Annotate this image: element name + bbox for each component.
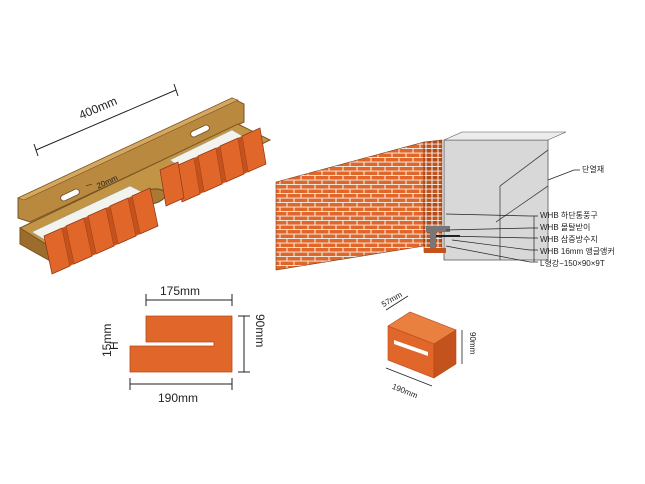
callout-waterproof: WHB 삼중방수지 — [540, 234, 598, 244]
wall-section: 단열재 WHB 하단통풍구 WHB 몰탈받이 WHB 삼중방수지 WHB 16m… — [275, 131, 615, 271]
length-label: 400mm — [77, 94, 119, 123]
callout-angle-steel: L형강−150×90×9T — [540, 258, 605, 268]
brick-stack-left — [31, 185, 159, 275]
brick-3d-side — [433, 329, 457, 379]
callout-leaders — [445, 169, 580, 263]
callout-vent: WHB 하단통풍구 — [540, 210, 598, 220]
callout-mortar-tray: WHB 몰탈받이 — [540, 222, 590, 232]
profile-right-label: 90mm — [253, 314, 267, 347]
angle-bracket — [426, 226, 450, 232]
insulation-block — [443, 139, 549, 261]
callout-insulation: 단열재 — [582, 164, 604, 174]
bracket-back-plate-top — [17, 97, 239, 201]
callout-anchor: WHB 16mm 앵글앵커 — [540, 246, 615, 256]
length-dimension-line — [35, 89, 177, 151]
brick3d-height-label: 90mm — [468, 332, 477, 355]
profile-shape — [129, 315, 233, 373]
profile-top-label: 175mm — [160, 284, 200, 298]
bracket-slot — [190, 124, 210, 138]
bracket-assembly: 400mm 20mm — [17, 83, 272, 275]
brick-3d: 57mm 90mm 190mm — [380, 290, 477, 401]
brick-stack-right — [159, 127, 267, 207]
profile-left-label: 15mm — [100, 324, 114, 357]
bracket-slot — [60, 188, 80, 202]
profile-bottom-label: 190mm — [158, 391, 198, 405]
brick3d-width-label: 190mm — [391, 382, 419, 400]
brick-profile: 175mm 190mm 90mm 15mm H — [100, 284, 267, 405]
insulation-top — [443, 131, 567, 141]
profile-left-symbol: H — [107, 341, 121, 350]
brick-wall-face — [275, 141, 425, 271]
